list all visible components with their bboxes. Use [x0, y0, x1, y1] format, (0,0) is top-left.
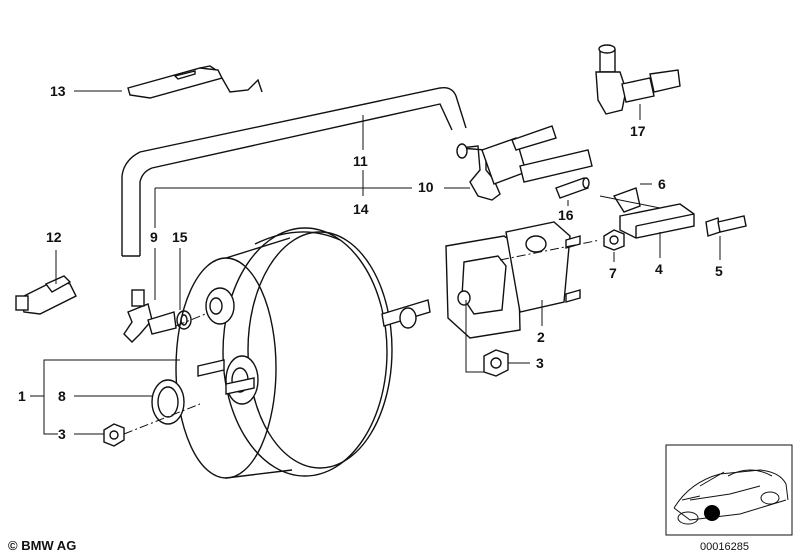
callout-5: 5	[715, 263, 723, 279]
part-3-nut-upper[interactable]	[483, 349, 509, 377]
callout-3-lower: 3	[58, 426, 66, 442]
part-16-pin[interactable]	[555, 177, 590, 199]
callout-7: 7	[609, 265, 617, 281]
brake-booster[interactable]	[175, 227, 431, 479]
callout-12: 12	[46, 229, 62, 245]
part-10-check-valve[interactable]	[456, 125, 593, 201]
part-8-o-ring[interactable]	[151, 379, 185, 425]
callout-2: 2	[537, 329, 545, 345]
part-11-vacuum-hose[interactable]	[121, 86, 467, 257]
part-6-clip[interactable]	[612, 187, 641, 213]
callout-9: 9	[150, 229, 158, 245]
callout-14: 14	[353, 201, 369, 217]
part-17-fitting[interactable]	[595, 44, 681, 115]
part-9-elbow[interactable]	[123, 289, 177, 343]
part-7-nut[interactable]	[603, 229, 625, 251]
part-13-bracket[interactable]	[127, 65, 263, 99]
callout-15: 15	[172, 229, 188, 245]
callout-3-upper: 3	[536, 355, 544, 371]
diagram-code: 00016285	[700, 541, 749, 553]
location-marker-icon	[704, 505, 720, 521]
callout-13: 13	[50, 83, 66, 99]
leader-1-bracket	[43, 359, 180, 435]
part-12-clip[interactable]	[15, 275, 77, 315]
callout-16: 16	[558, 207, 574, 223]
part-3-nut-lower[interactable]	[103, 423, 125, 447]
callout-1: 1	[18, 388, 26, 404]
part-4-bracket[interactable]	[619, 203, 695, 239]
leader-3a-bracket	[465, 300, 484, 373]
callout-6: 6	[658, 176, 666, 192]
callout-8: 8	[58, 388, 66, 404]
copyright-label: © BMW AG	[8, 538, 77, 553]
callout-17: 17	[630, 123, 646, 139]
part-5-bolt[interactable]	[705, 215, 747, 237]
axis-3b	[123, 403, 201, 435]
location-inset	[665, 444, 793, 536]
callout-4: 4	[655, 261, 663, 277]
callout-11: 11	[353, 153, 368, 169]
part-2-gasket[interactable]	[445, 221, 581, 339]
callout-10: 10	[418, 179, 434, 195]
